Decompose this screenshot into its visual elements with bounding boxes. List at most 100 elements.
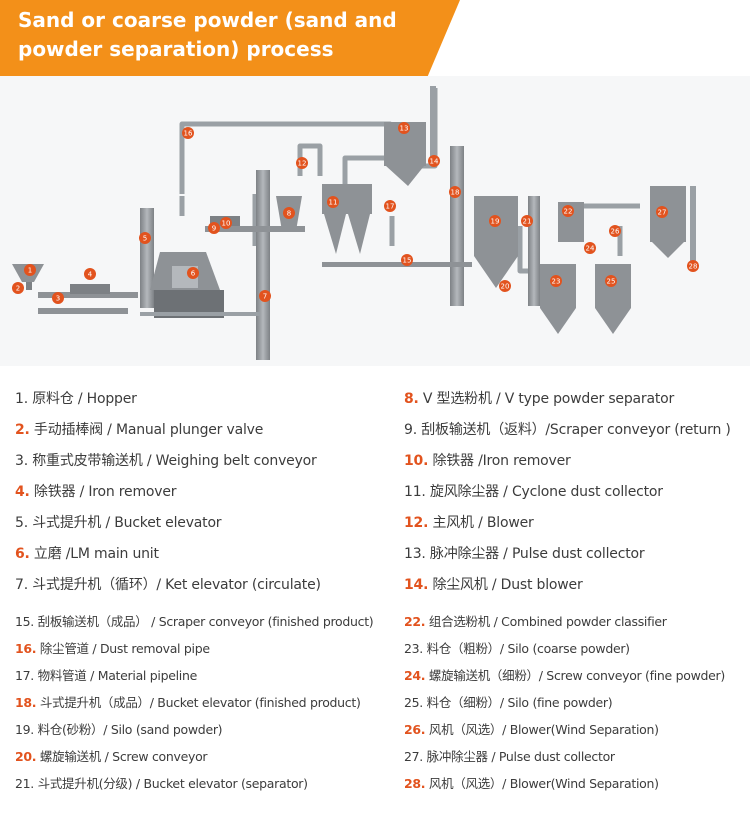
legend-item-number: 24. (404, 668, 426, 683)
legend-item-number: 27. (404, 749, 423, 764)
diagram-marker (499, 280, 511, 292)
diagram-marker-label: 9 (212, 225, 216, 233)
diagram-marker (187, 267, 199, 279)
diagram-marker-label: 13 (400, 125, 409, 133)
legend-item-text: 刮板输送机（返料）/Scraper conveyor (return ) (416, 422, 731, 438)
diagram-marker-label: 15 (403, 257, 412, 265)
diagram-marker-label: 27 (658, 209, 667, 217)
diagram-marker-label: 6 (191, 270, 196, 278)
diagram-marker (562, 205, 574, 217)
legend-item-text: 除尘管道 / Dust removal pipe (36, 641, 210, 656)
diagram-marker-label: 1 (28, 267, 32, 275)
legend-item-number: 26. (404, 722, 426, 737)
legend-item: 11. 旋风除尘器 / Cyclone dust collector (404, 481, 663, 501)
legend-item-text: 组合选粉机 / Combined powder classifier (425, 614, 667, 629)
diagram-marker-label: 12 (298, 160, 307, 168)
legend-item-text: 螺旋输送机 / Screw conveyor (36, 749, 208, 764)
legend-item-number: 25. (404, 695, 423, 710)
diagram-marker (52, 292, 64, 304)
legend-item: 17. 物料管道 / Material pipeline (15, 665, 197, 684)
legend-item-text: 称重式皮带输送机 / Weighing belt conveyor (27, 453, 317, 469)
diagram-marker (605, 275, 617, 287)
diagram-marker-label: 2 (16, 285, 20, 293)
legend-item-number: 5. (15, 515, 28, 531)
legend-item-text: 除铁器 /Iron remover (428, 453, 571, 469)
diagram-marker-label: 18 (451, 189, 460, 197)
legend-item-number: 4. (15, 484, 30, 500)
legend-item-text: 风机（风选）/ Blower(Wind Separation) (425, 722, 659, 737)
legend-item-number: 16. (15, 641, 37, 656)
diagram-marker-label: 11 (329, 199, 338, 207)
legend-item: 21. 斗式提升机(分级) / Bucket elevator (separat… (15, 773, 308, 792)
process-diagram-drawing: 1234567891011121314151617181920212223242… (12, 86, 699, 360)
legend-item-number: 17. (15, 668, 34, 683)
diagram-marker (398, 122, 410, 134)
legend-item-number: 20. (15, 749, 37, 764)
diagram-marker (24, 264, 36, 276)
legend-item: 25. 料仓（细粉）/ Silo (fine powder) (404, 692, 613, 711)
legend-item-text: 主风机 / Blower (428, 515, 534, 531)
diagram-marker-label: 22 (564, 208, 573, 216)
diagram-marker (428, 155, 440, 167)
legend-item: 15. 刮板输送机（成品） / Scraper conveyor (finish… (15, 611, 374, 630)
diagram-marker (550, 275, 562, 287)
legend-item-number: 6. (15, 546, 30, 562)
diagram-marker-label: 8 (287, 210, 291, 218)
diagram-marker-label: 25 (607, 278, 616, 286)
diagram-marker (327, 196, 339, 208)
diagram-marker-label: 5 (143, 235, 147, 243)
diagram-marker-label: 10 (222, 220, 231, 228)
diagram-marker (584, 242, 596, 254)
legend-item: 20. 螺旋输送机 / Screw conveyor (15, 746, 208, 765)
legend-item-number: 10. (404, 453, 429, 469)
legend-item: 27. 脉冲除尘器 / Pulse dust collector (404, 746, 615, 765)
legend-item: 3. 称重式皮带输送机 / Weighing belt conveyor (15, 450, 317, 470)
legend-item: 18. 斗式提升机（成品）/ Bucket elevator (finished… (15, 692, 361, 711)
diagram-marker (449, 186, 461, 198)
legend-item: 23. 料仓（粗粉）/ Silo (coarse powder) (404, 638, 630, 657)
diagram-marker (220, 217, 232, 229)
legend-item-number: 3. (15, 453, 28, 469)
legend-item-text: 除尘风机 / Dust blower (428, 577, 583, 593)
legend-item: 7. 斗式提升机（循环）/ Ket elevator (circulate) (15, 574, 321, 594)
legend-item-number: 8. (404, 391, 419, 407)
legend-item-text: 除铁器 / Iron remover (29, 484, 177, 500)
diagram-marker-label: 26 (611, 228, 620, 236)
diagram-marker (182, 127, 194, 139)
legend-item-text: 风机（风选）/ Blower(Wind Separation) (425, 776, 659, 791)
page-title: Sand or coarse powder (sand and powder s… (18, 8, 397, 61)
diagram-marker (401, 254, 413, 266)
legend-item-text: 料仓（粗粉）/ Silo (coarse powder) (422, 641, 630, 656)
diagram-marker-label: 14 (430, 158, 439, 166)
legend-item: 12. 主风机 / Blower (404, 512, 534, 532)
legend-item-number: 14. (404, 577, 429, 593)
legend-item-number: 11. (404, 484, 426, 500)
legend-item-number: 23. (404, 641, 423, 656)
legend-item-number: 13. (404, 546, 426, 562)
diagram-marker-label: 21 (523, 218, 532, 226)
legend-item: 2. 手动插棒阀 / Manual plunger valve (15, 419, 263, 439)
diagram-marker-label: 16 (184, 130, 193, 138)
legend-item-number: 15. (15, 614, 34, 629)
legend-item-number: 1. (15, 391, 28, 407)
legend-item-number: 2. (15, 422, 30, 438)
diagram-marker-label: 3 (56, 295, 60, 303)
legend-item: 19. 料仓(砂粉）/ Silo (sand powder) (15, 719, 223, 738)
legend-item-number: 12. (404, 515, 429, 531)
diagram-marker (687, 260, 699, 272)
legend-item: 8. V 型选粉机 / V type powder separator (404, 388, 674, 408)
legend-item-number: 22. (404, 614, 426, 629)
legend-item-number: 28. (404, 776, 426, 791)
legend-item-text: 料仓(砂粉）/ Silo (sand powder) (33, 722, 223, 737)
diagram-marker (139, 232, 151, 244)
legend-item-text: 立磨 /LM main unit (29, 546, 159, 562)
diagram-marker (296, 157, 308, 169)
title-banner (0, 0, 460, 76)
diagram-marker-label: 23 (552, 278, 561, 286)
legend-item-text: 斗式提升机 / Bucket elevator (27, 515, 222, 531)
diagram-marker (609, 225, 621, 237)
diagram-marker (384, 200, 396, 212)
legend-item-number: 19. (15, 722, 34, 737)
